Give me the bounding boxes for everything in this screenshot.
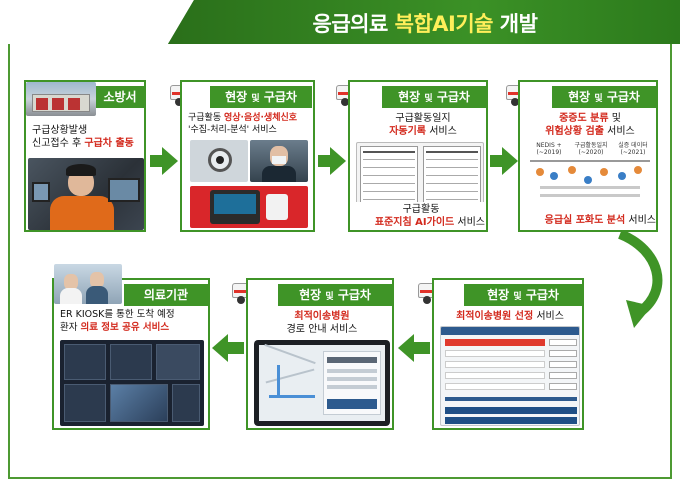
field3-text-top: 중증도 분류 및 위험상황 검출 서비스 [524, 112, 656, 138]
title-prefix: 응급의료 [312, 12, 395, 36]
arrow-shaft-1 [150, 155, 164, 167]
chart-label-2b: (~2020) [578, 149, 604, 156]
page-title: 응급의료 복합AI기술 개발 [190, 8, 660, 38]
field3-line2: 위험상황 검출 서비스 [545, 126, 635, 137]
arrow-shaft-5 [226, 342, 244, 354]
card-hospital: 의료기관 ER KIOSK를 통한 도착 예정 환자 의료 정보 공유 서비스 [52, 264, 210, 430]
chart-label-3: 실증 데이터 [618, 142, 648, 149]
hospital-text: ER KIOSK를 통한 도착 예정 환자 의료 정보 공유 서비스 [60, 308, 210, 334]
arrow-left-5 [212, 334, 228, 362]
field5-line1: 최적이송병원 [294, 311, 350, 322]
hospital-ranking-screen [440, 326, 580, 426]
card-fire-station: 소방서 구급상황발생 신고접수 후 구급차 출동 [24, 80, 146, 232]
hospital-line1: ER KIOSK를 통한 도착 예정 [60, 309, 175, 320]
card-field-vital-signs-header: 현장 및 구급차 [210, 86, 312, 108]
card-field-navigation: 현장 및 구급차 최적이송병원 경로 안내 서비스 [246, 278, 394, 430]
field2-line1: 구급활동일지 [395, 113, 451, 124]
chart-label-2: 구급활동일지 [574, 142, 608, 149]
data-source-chart: NEDIS +(~2019) 구급활동일지(~2020) 실증 데이터(~202… [526, 142, 654, 206]
arrow-shaft-3 [490, 155, 504, 167]
field2-text-top: 구급활동일지 자동기록 서비스 [360, 112, 486, 138]
field1-line1: 구급활동 영상·음성·생체신호 [188, 113, 298, 123]
chart-label-3b: (~2021) [620, 149, 646, 156]
field5-line2: 경로 안내 서비스 [286, 324, 358, 335]
card-field-auto-record-header: 현장 및 구급차 [382, 86, 486, 108]
hospital-line2: 환자 의료 정보 공유 서비스 [60, 322, 170, 333]
card-field-vital-signs: 현장 및 구급차 구급활동 영상·음성·생체신호 '수집-처리-분석' 서비스 [180, 80, 315, 232]
hospital-staff-photo [54, 264, 122, 304]
field1-text: 구급활동 영상·음성·생체신호 '수집-처리-분석' 서비스 [188, 112, 314, 136]
title-suffix: 개발 [493, 12, 538, 36]
curved-arrow [617, 230, 663, 328]
card-fire-station-header: 소방서 [96, 86, 144, 108]
arrow-right-2 [330, 147, 346, 175]
field5-text: 최적이송병원 경로 안내 서비스 [252, 310, 392, 336]
card-field-hospital-selection-header: 현장 및 구급차 [464, 284, 582, 306]
medic-photo [250, 140, 308, 182]
field3-text-bottom: 응급실 포화도 분석 서비스 [544, 215, 656, 226]
arrow-shaft-2 [318, 155, 332, 167]
chart-label-1: NEDIS + [536, 142, 562, 149]
er-kiosk-screen [60, 340, 204, 426]
field2-line4: 표준지침 AI가이드 서비스 [374, 217, 485, 228]
fire-text: 구급상황발생 신고접수 후 구급차 출동 [32, 124, 144, 150]
field4-text: 최적이송병원 선정 서비스 [456, 311, 564, 322]
field1-line2: '수집-처리-분석' 서비스 [188, 125, 277, 135]
card-field-severity: 현장 및 구급차 중증도 분류 및 위험상황 검출 서비스 NEDIS +(~2… [518, 80, 658, 232]
title-banner [168, 0, 680, 44]
card-hospital-header: 의료기관 [124, 284, 208, 306]
card-field-severity-header: 현장 및 구급차 [552, 86, 656, 108]
card-field-hospital-selection: 현장 및 구급차 최적이송병원 선정 서비스 [432, 278, 584, 430]
chart-label-1b: (~2019) [536, 149, 562, 156]
card-field-navigation-header: 현장 및 구급차 [278, 284, 392, 306]
arrow-left-4 [398, 334, 414, 362]
field2-line3: 구급활동 [402, 204, 440, 215]
fire-station-photo [26, 82, 96, 116]
field2-line2: 자동기록 서비스 [389, 126, 457, 137]
fire-line2: 신고접수 후 구급차 출동 [32, 138, 134, 149]
frame-gap [8, 24, 188, 44]
defibrillator-photo [190, 186, 308, 228]
arrow-right-1 [162, 147, 178, 175]
fire-line1: 구급상황발생 [32, 125, 88, 136]
arrow-shaft-4 [412, 342, 430, 354]
arrow-right-3 [502, 147, 518, 175]
card-field-auto-record: 현장 및 구급차 구급활동일지 자동기록 서비스 구급활동 표준지침 AI가이드… [348, 80, 488, 232]
title-highlight: 복합AI기술 [394, 12, 494, 36]
dispatcher-photo [28, 158, 144, 230]
field3-line1: 중증도 분류 및 [559, 113, 621, 124]
navigation-tablet [254, 340, 390, 426]
camera-photo [190, 140, 248, 182]
field2-text-bottom: 구급활동 표준지침 AI가이드 서비스 [356, 202, 486, 230]
